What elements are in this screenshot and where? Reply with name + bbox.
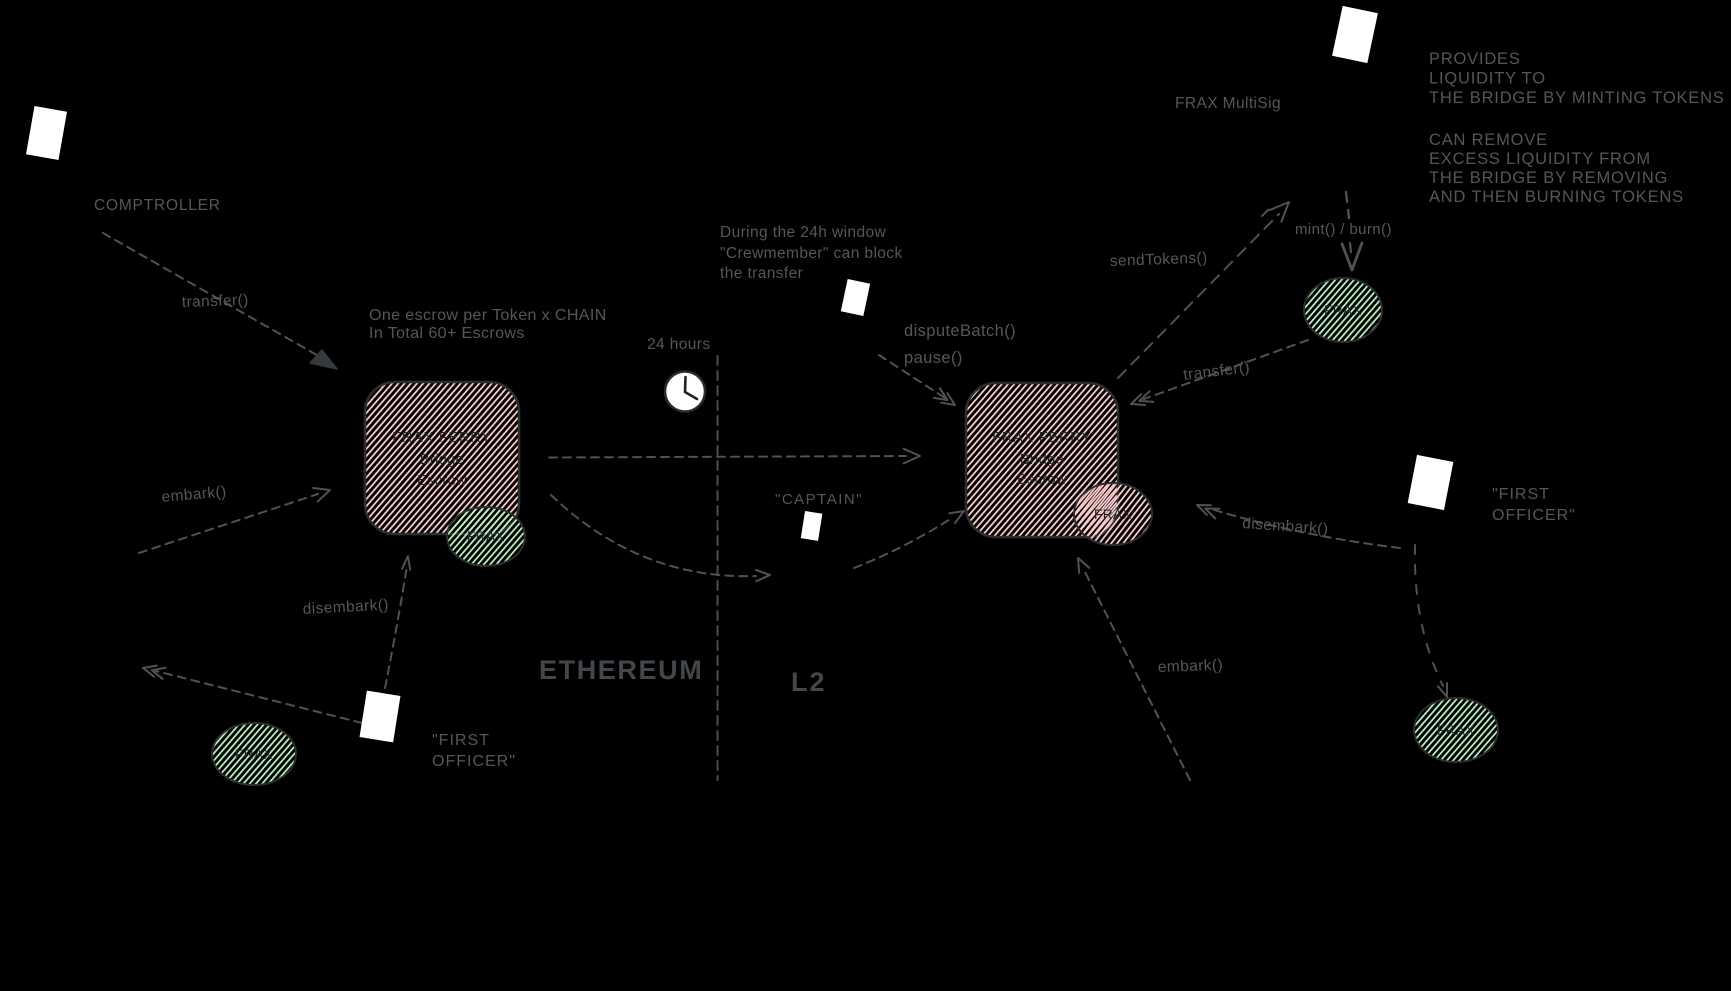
svg-text:embark(): embark() — [161, 483, 227, 506]
svg-text:disputeBatch(): disputeBatch() — [904, 322, 1016, 340]
svg-text:THE BRIDGE BY MINTING TOKENS: THE BRIDGE BY MINTING TOKENS — [1429, 89, 1725, 107]
svg-text:OFFICER": OFFICER" — [432, 753, 516, 770]
svg-text:Escrow: Escrow — [417, 473, 467, 489]
svg-text:LIQUIDITY TO: LIQUIDITY TO — [1429, 70, 1546, 88]
svg-text:"FIRST: "FIRST — [1492, 486, 1550, 503]
svg-text:ETHEREUM: ETHEREUM — [539, 655, 703, 685]
svg-text:mint() / burn(): mint() / burn() — [1295, 221, 1392, 238]
svg-text:FRAX: FRAX — [1324, 303, 1362, 318]
svg-text:In Total 60+ Escrows: In Total 60+ Escrows — [369, 325, 525, 342]
svg-text:sendTokens(): sendTokens() — [1110, 250, 1208, 270]
svg-text:disembark(): disembark() — [302, 597, 389, 618]
svg-text:PROVIDES: PROVIDES — [1429, 50, 1521, 68]
svg-text:"Crewmember" can block: "Crewmember" can block — [720, 245, 903, 262]
svg-text:"FIRST: "FIRST — [432, 732, 490, 749]
svg-text:FRAX FERRY: FRAX FERRY — [992, 430, 1092, 446]
svg-text:AND THEN BURNING TOKENS: AND THEN BURNING TOKENS — [1429, 188, 1684, 206]
svg-text:During the 24h window: During the 24h window — [720, 224, 886, 241]
svg-text:"CAPTAIN": "CAPTAIN" — [775, 491, 863, 508]
svg-text:L2: L2 — [791, 667, 827, 697]
svg-text:EXCESS LIQUIDITY FROM: EXCESS LIQUIDITY FROM — [1429, 150, 1651, 168]
svg-text:FRAX: FRAX — [467, 529, 505, 544]
svg-text:the transfer: the transfer — [720, 265, 803, 282]
svg-text:One escrow per Token x CHAIN: One escrow per Token x CHAIN — [369, 307, 607, 324]
svg-text:transfer(): transfer() — [182, 292, 249, 311]
svg-text:embark(): embark() — [1158, 657, 1224, 676]
svg-text:THE BRIDGE BY REMOVING: THE BRIDGE BY REMOVING — [1429, 169, 1668, 187]
svg-text:disembark(): disembark() — [1242, 515, 1329, 538]
svg-text:FRAX: FRAX — [1437, 723, 1475, 738]
svg-text:Bridge: Bridge — [1020, 452, 1064, 468]
svg-text:OFFICER": OFFICER" — [1492, 507, 1576, 524]
svg-text:FRAX: FRAX — [235, 747, 273, 762]
svg-text:Escrow: Escrow — [1017, 472, 1067, 488]
svg-text:Bridge: Bridge — [420, 452, 464, 468]
svg-text:FRAX MultiSig: FRAX MultiSig — [1175, 95, 1281, 112]
svg-text:FRAX: FRAX — [1094, 507, 1132, 522]
svg-text:pause(): pause() — [904, 349, 963, 367]
svg-text:24 hours: 24 hours — [647, 336, 711, 353]
svg-text:FRAX FERRY: FRAX FERRY — [392, 430, 492, 446]
svg-text:COMPTROLLER: COMPTROLLER — [94, 197, 221, 214]
svg-text:CAN REMOVE: CAN REMOVE — [1429, 131, 1548, 149]
